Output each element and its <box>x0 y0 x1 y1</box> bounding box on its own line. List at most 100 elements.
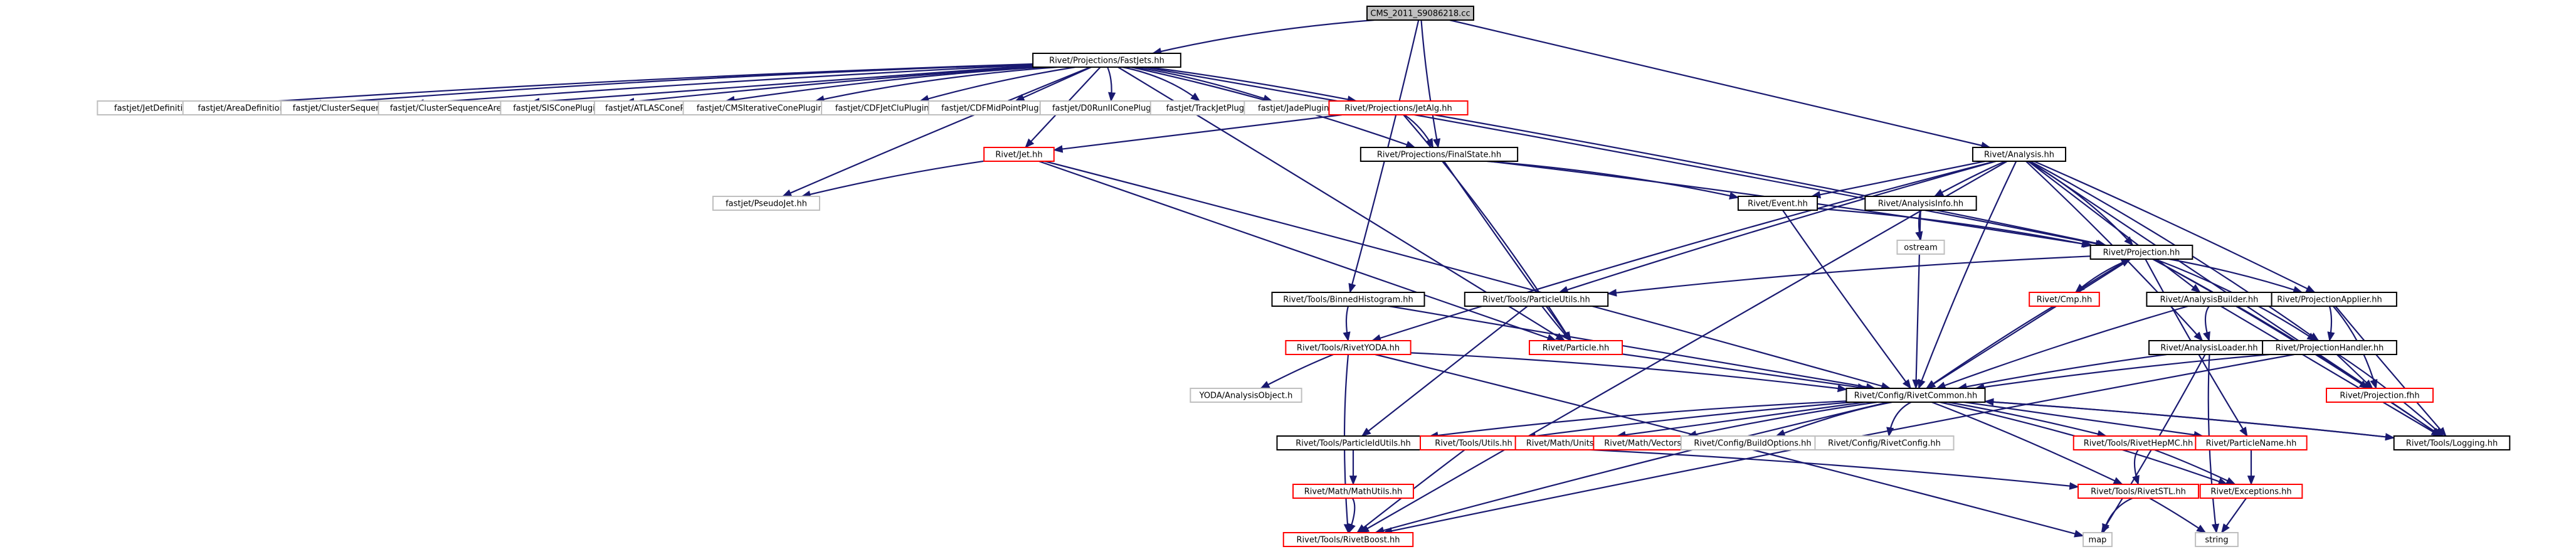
node-particleutils[interactable]: Rivet/Tools/ParticleUtils.hh <box>1464 292 1609 307</box>
node-label: Rivet/Tools/Utils.hh <box>1435 439 1512 449</box>
node-particleidutils[interactable]: Rivet/Tools/ParticleIdUtils.hh <box>1276 435 1430 450</box>
node-box <box>1972 147 2067 162</box>
edge-projection-to-rivetcommon <box>1926 258 2131 389</box>
node-cdfmid: fastjet/CDFMidPointPlugin.hh <box>927 100 1073 115</box>
node-label: Rivet/Tools/ParticleUtils.hh <box>1482 295 1590 305</box>
node-box <box>1814 435 1955 450</box>
edge-logging-to-rivetcommon <box>1984 398 2394 439</box>
edge-fastjets-to-jetalg <box>1149 66 1358 104</box>
edge-cmp-to-rivetcommon <box>1925 306 2054 389</box>
node-label: Rivet/Tools/RivetSTL.hh <box>2091 487 2186 497</box>
edge-fastjets-to-clseqarea <box>529 65 1033 106</box>
node-particle[interactable]: Rivet/Particle.hh <box>1528 340 1623 355</box>
node-label: Rivet/AnalysisInfo.hh <box>1878 200 1963 209</box>
node-label: Rivet/Config/RivetCommon.hh <box>1854 391 1978 401</box>
edge-analysisbuilder-to-logging <box>2220 306 2441 437</box>
node-label: Rivet/Cmp.hh <box>2037 295 2092 305</box>
node-label: Rivet/Tools/ParticleIdUtils.hh <box>1296 439 1411 449</box>
node-particlename[interactable]: Rivet/ParticleName.hh <box>2195 435 2308 450</box>
node-rivetcommon[interactable]: Rivet/Config/RivetCommon.hh <box>1845 388 1986 403</box>
node-rivetboost[interactable]: Rivet/Tools/RivetBoost.hh <box>1282 532 1414 547</box>
node-analysisbuilder[interactable]: Rivet/AnalysisBuilder.hh <box>2146 292 2272 307</box>
node-label: Rivet/AnalysisLoader.hh <box>2160 344 2257 353</box>
node-d0run: fastjet/D0RunIIConePlugin.hh <box>1039 100 1185 115</box>
node-analysisloader[interactable]: Rivet/AnalysisLoader.hh <box>2148 340 2270 355</box>
node-label: fastjet/CDFMidPointPlugin.hh <box>941 104 1059 114</box>
node-exceptions[interactable]: Rivet/Exceptions.hh <box>2199 484 2303 499</box>
node-map: map <box>2082 532 2113 547</box>
node-box <box>1896 240 1945 255</box>
edge-fastjets-to-jade <box>1134 66 1273 102</box>
node-logging[interactable]: Rivet/Tools/Logging.hh <box>2393 435 2511 450</box>
node-root: CMS_2011_S9086218.cc <box>1366 6 1474 21</box>
edge-projhandler-to-projectionfhh <box>2336 354 2373 390</box>
node-label: string <box>2205 536 2228 545</box>
node-rivethepmc[interactable]: Rivet/Tools/RivetHepMC.hh <box>2072 435 2204 450</box>
node-yodaao: YODA/AnalysisObject.h <box>1190 388 1302 403</box>
edge-jetalg-to-jet <box>1053 114 1343 153</box>
edges-layer <box>221 19 2447 538</box>
node-label: fastjet/PseudoJet.hh <box>726 200 807 209</box>
node-label: Rivet/Config/BuildOptions.hh <box>1694 439 1811 449</box>
node-box <box>1464 292 1609 307</box>
node-clseqarea: fastjet/ClusterSequenceArea.hh <box>377 100 532 115</box>
node-box <box>2077 484 2199 499</box>
edge-rivetcommon-to-rivetconfig <box>1886 402 1912 437</box>
node-projectionfhh[interactable]: Rivet/Projection.fhh <box>2326 388 2434 403</box>
edge-particle-to-rivetcommon <box>1622 353 1868 391</box>
node-label: Rivet/AnalysisBuilder.hh <box>2160 295 2259 305</box>
node-mathvectors[interactable]: Rivet/Math/Vectors.hh <box>1593 435 1706 450</box>
edge-projapplier-to-projhandler <box>2327 306 2335 342</box>
node-box <box>2082 532 2113 547</box>
node-toolsutils[interactable]: Rivet/Tools/Utils.hh <box>1420 435 1528 450</box>
node-label: Rivet/Tools/BinnedHistogram.hh <box>1283 295 1413 305</box>
edge-analysisinfo-to-rivetcommon <box>1912 210 1921 390</box>
edge-analysis-to-particleutils <box>1558 160 1997 294</box>
node-label: Rivet/Projections/JetAlg.hh <box>1344 104 1452 114</box>
node-analysis[interactable]: Rivet/Analysis.hh <box>1972 147 2067 162</box>
node-fastjets[interactable]: Rivet/Projections/FastJets.hh <box>1032 53 1181 68</box>
edge-analysis-to-rivetcommon <box>1918 161 2017 390</box>
node-projection[interactable]: Rivet/Projection.hh <box>2089 245 2193 260</box>
node-rivetyoda[interactable]: Rivet/Tools/RivetYODA.hh <box>1285 340 1412 355</box>
node-mathutils[interactable]: Rivet/Math/MathUtils.hh <box>1292 484 1414 499</box>
edge-analysis-to-analysisinfo <box>1933 160 2006 197</box>
node-projapplier[interactable]: Rivet/ProjectionApplier.hh <box>2262 292 2397 307</box>
edge-fastjets-to-cdfjetclu <box>919 66 1075 103</box>
edge-fastjets-to-pseudojet <box>781 66 1091 198</box>
edge-rivethepmc-to-exceptions <box>2154 449 2236 485</box>
node-label: Rivet/Tools/RivetBoost.hh <box>1297 536 1400 545</box>
edge-rivetcommon-to-rivetboost <box>1374 401 1889 535</box>
node-jet[interactable]: Rivet/Jet.hh <box>983 147 1055 162</box>
node-box <box>1864 196 1977 211</box>
node-rivetstl[interactable]: Rivet/Tools/RivetSTL.hh <box>2077 484 2199 499</box>
edge-projection-to-projapplier <box>2168 258 2303 294</box>
edge-fastjets-to-clseq <box>414 64 1033 107</box>
node-label: Rivet/Projection.fhh <box>2340 391 2419 401</box>
edge-event-to-rivetcommon <box>1782 210 1912 390</box>
node-box <box>1359 147 1519 162</box>
node-binnedhist[interactable]: Rivet/Tools/BinnedHistogram.hh <box>1271 292 1425 307</box>
node-finalstate[interactable]: Rivet/Projections/FinalState.hh <box>1359 147 1519 162</box>
node-cmp[interactable]: Rivet/Cmp.hh <box>2029 292 2100 307</box>
node-box <box>1292 484 1414 499</box>
node-box <box>1032 53 1181 68</box>
node-label: Rivet/ProjectionApplier.hh <box>2277 295 2382 305</box>
node-label: fastjet/CMSIterativeConePlugin.hh <box>697 104 836 114</box>
node-projhandler[interactable]: Rivet/ProjectionHandler.hh <box>2262 340 2397 355</box>
edge-toolsutils-to-rivetstl <box>1526 446 2079 490</box>
node-event[interactable]: Rivet/Event.hh <box>1737 196 1819 211</box>
node-label: fastjet/ClusterSequenceArea.hh <box>390 104 519 114</box>
edge-fastjets-to-siscone <box>625 66 1033 105</box>
edge-rivetstl-to-string <box>2149 498 2207 533</box>
edge-root-to-finalstate <box>1420 19 1441 149</box>
node-jetalg[interactable]: Rivet/Projections/JetAlg.hh <box>1328 100 1469 115</box>
node-box <box>2195 532 2239 547</box>
edge-finalstate-to-event <box>1487 160 1739 200</box>
edge-fastjets-to-atlascone <box>725 66 1043 104</box>
node-box <box>2393 435 2511 450</box>
edge-analysis-to-projapplier <box>2034 160 2316 293</box>
node-analysisinfo[interactable]: Rivet/AnalysisInfo.hh <box>1864 196 1977 211</box>
node-label: Rivet/Projections/FastJets.hh <box>1049 56 1164 66</box>
node-box <box>2146 292 2272 307</box>
